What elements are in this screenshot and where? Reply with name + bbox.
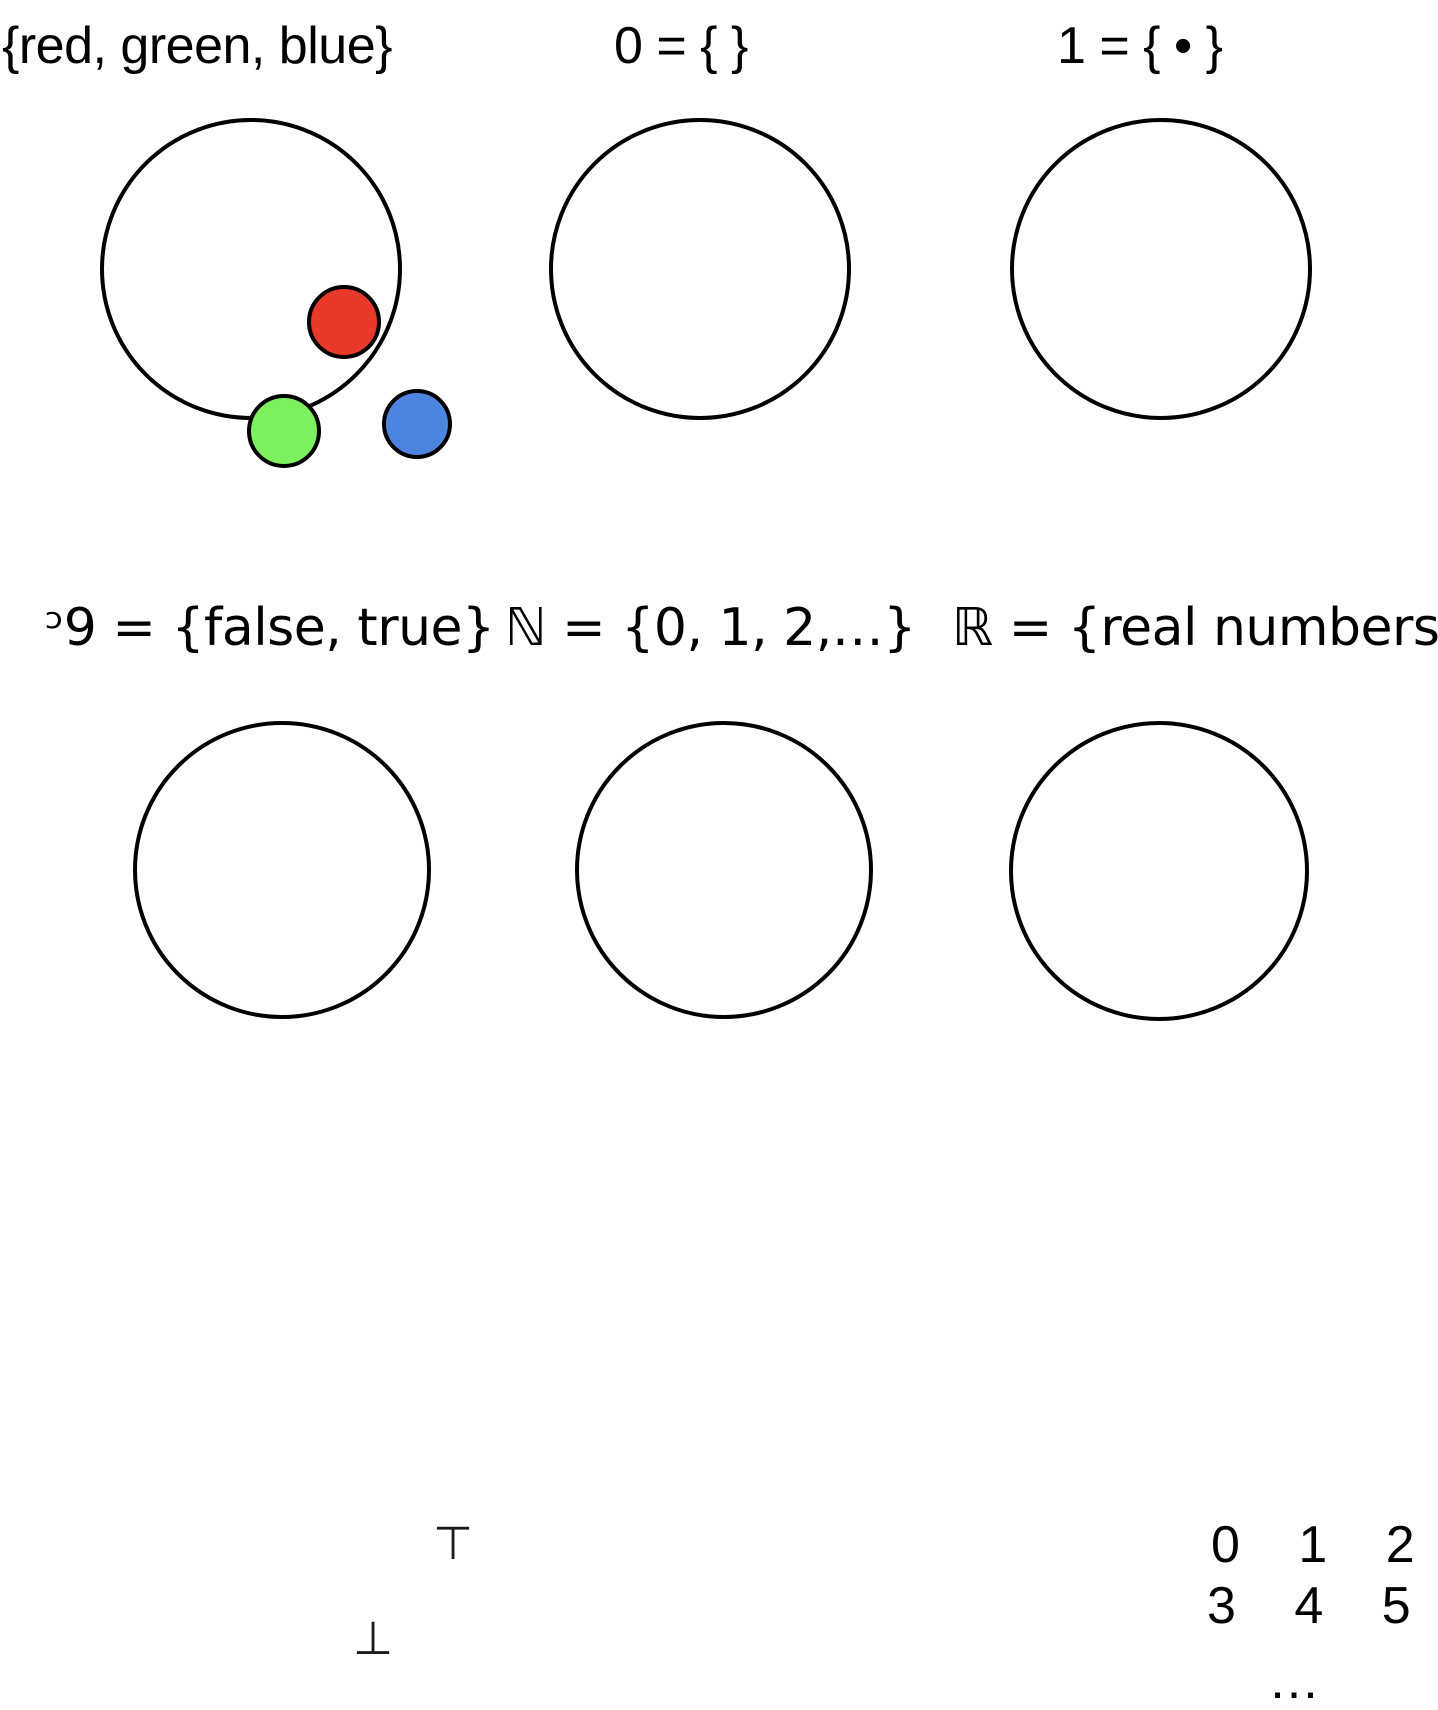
label-real-set: ℝ = {real numbers} (952, 598, 1438, 658)
label-color-set: {red, green, blue} (2, 17, 393, 75)
set-circle-empty (549, 118, 851, 420)
set-circle-boolean: ⊤ ⊥ (133, 721, 473, 1661)
label-empty-set: 0 = { } (614, 17, 748, 75)
set-circle-unit (1010, 118, 1312, 420)
set-circle-naturals: 0 1 2 3 4 5 … (575, 721, 1415, 1707)
member-row-naturals-1: 0 1 2 (1211, 1516, 1437, 1574)
member-row-naturals-ellipsis: … (1268, 1652, 1324, 1710)
member-dot-blue (382, 389, 452, 459)
member-glyph-false: ⊥ (353, 1612, 394, 1664)
set-circle-reals: 1.1 0.2 0.341 π 0 2.3 … (1009, 721, 1309, 1021)
member-row-naturals-2: 3 4 5 (1207, 1577, 1433, 1635)
member-dot-green (247, 394, 321, 468)
label-unit-set: 1 = { • } (1057, 17, 1223, 75)
member-dot-red (307, 285, 381, 359)
set-circle-colors (100, 118, 452, 468)
label-natural-set: ℕ = {0, 1, 2,…} (505, 598, 916, 658)
member-glyph-true: ⊤ (433, 1517, 474, 1569)
label-boolean-set: ᵓ9 = {false, true} (45, 598, 495, 658)
figure-canvas: {red, green, blue} 0 = { } 1 = { • } ᵓ9 … (2, 17, 1438, 1707)
